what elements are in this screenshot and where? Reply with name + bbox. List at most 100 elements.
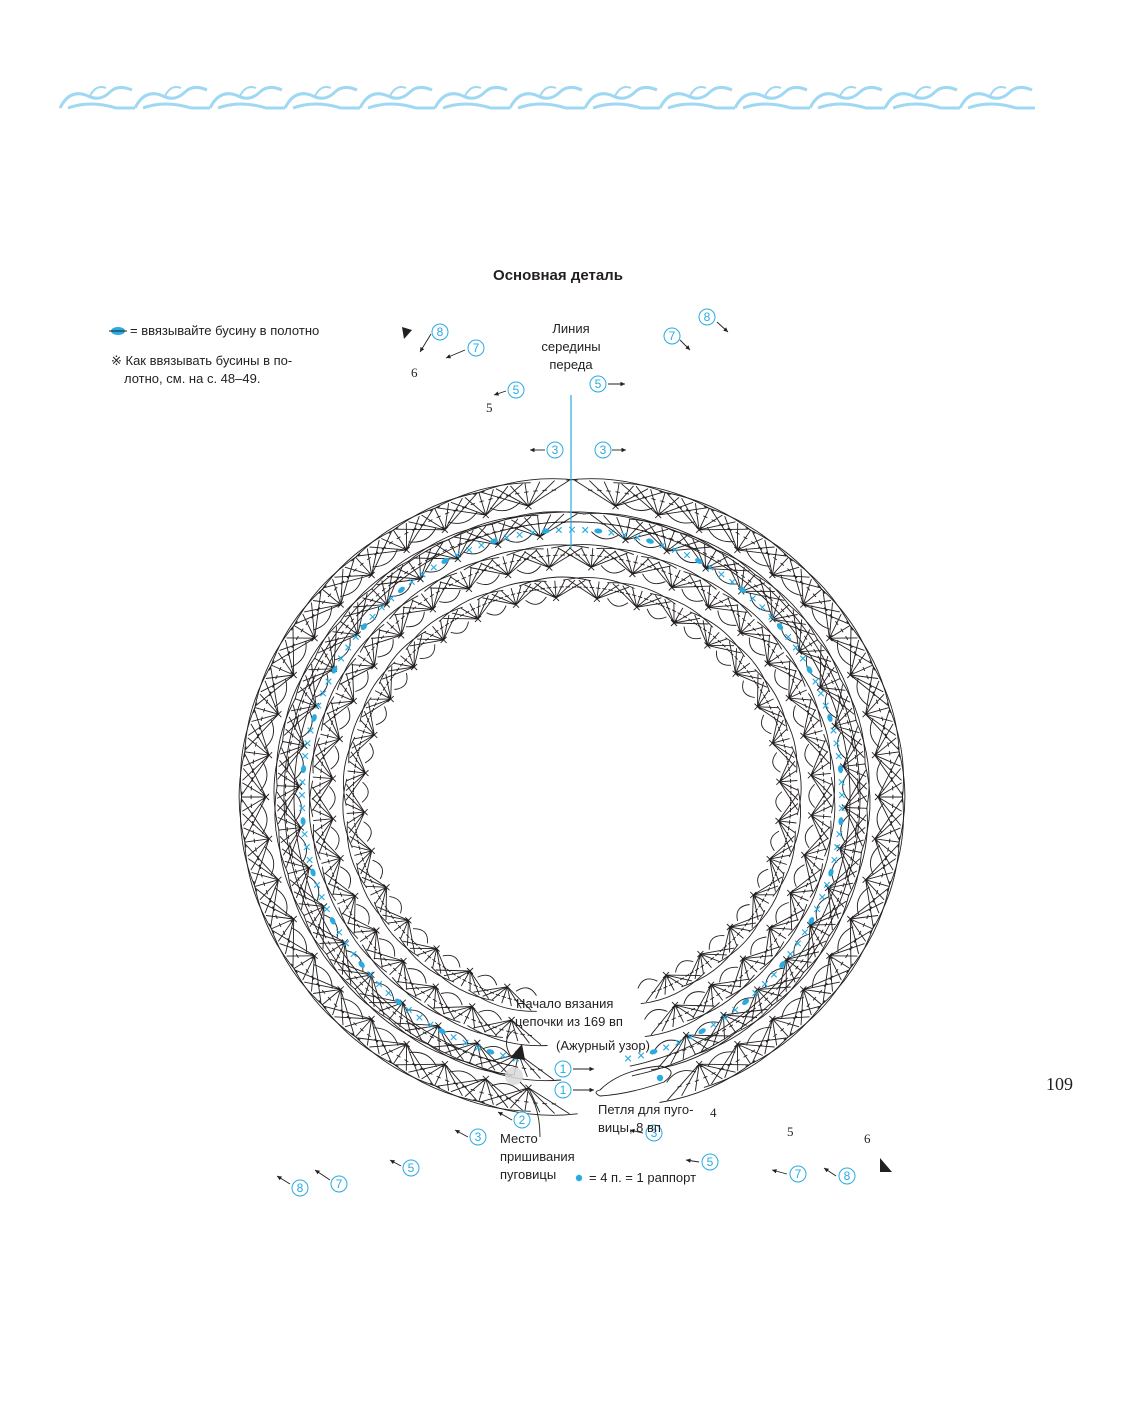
arrow-head-icon (498, 1112, 503, 1117)
chain-arc (707, 1051, 736, 1067)
single-crochet-mark (335, 929, 343, 936)
row-marker-number: 3 (651, 1126, 658, 1140)
button-place-label-3: пуговицы (500, 1167, 556, 1182)
arrow-head-icon (589, 1087, 594, 1093)
stitch-fan (276, 697, 308, 787)
chain-arc (804, 743, 814, 768)
single-crochet-mark (675, 1039, 682, 1046)
chain-arc (750, 936, 767, 955)
ornament-scroll (58, 85, 133, 109)
chain-arc (644, 1009, 668, 1020)
chain-arc (607, 598, 629, 607)
arrow-head-icon (685, 345, 690, 350)
bead-icon (394, 998, 402, 1006)
row-marker-5-top-left: 5 (507, 381, 525, 399)
chain-arc (642, 573, 666, 585)
row-marker-number: 8 (437, 325, 444, 339)
ornament-base (517, 102, 585, 110)
stitch-fan (342, 736, 369, 806)
single-crochet-mark (813, 905, 821, 913)
stitch-fan (253, 880, 298, 974)
chain-arc (442, 954, 461, 968)
single-crochet-mark (315, 702, 322, 709)
chain-arc (774, 669, 788, 691)
stitch-fan (681, 943, 739, 988)
chain-arc (591, 531, 620, 540)
ornament-scroll (733, 85, 808, 109)
chain-arc (315, 673, 329, 698)
start-triangle-icon (510, 1044, 525, 1060)
stitch-fan (308, 780, 337, 860)
chain-arc (334, 637, 351, 661)
chain-arc (419, 644, 436, 659)
legend: = ввязывайте бусину в полотно ※ Как ввяз… (109, 323, 319, 386)
chain-arc (525, 596, 547, 605)
single-crochet-mark (474, 1044, 482, 1051)
single-crochet-mark (801, 929, 809, 936)
row-marker-number: 7 (473, 341, 480, 355)
bead-icon (776, 623, 784, 631)
row-marker-7-top-right: 7 (663, 327, 681, 345)
foundation-chain-line (293, 521, 851, 1067)
chain-arc (757, 868, 769, 888)
chain-arc (482, 1046, 510, 1057)
chain-arc (478, 1009, 502, 1021)
arrow-head-icon (277, 1176, 282, 1181)
stitch-fan (831, 677, 866, 765)
ornament-base (67, 102, 135, 110)
row-marker-number: 8 (844, 1169, 851, 1183)
legend-note-line1: ※ Как ввязывать бусины в по- (111, 353, 292, 368)
stitch-fan (240, 702, 273, 803)
bead-icon (438, 1028, 446, 1035)
single-crochet-mark (834, 843, 841, 851)
chain-arc (312, 606, 333, 631)
single-crochet-mark (430, 564, 437, 571)
bead-icon (838, 817, 844, 826)
bead-icon (828, 868, 834, 877)
stitch-fan (244, 660, 282, 758)
bead-icon (742, 998, 750, 1006)
chain-arc (476, 574, 500, 585)
chain-arc (836, 640, 853, 667)
ornament-base (142, 102, 210, 110)
chain-arc (717, 610, 737, 626)
single-crochet-mark (752, 989, 759, 997)
stitch-fan (659, 491, 756, 534)
stitch-fan (354, 988, 429, 1045)
chain-arc (408, 527, 437, 543)
bead-icon (310, 868, 316, 877)
single-crochet-mark (299, 805, 306, 812)
arrow-head-icon (530, 447, 535, 453)
chain-arc (394, 672, 408, 690)
ornament-base (892, 102, 960, 110)
single-crochet-mark (302, 752, 309, 760)
stitch-fan (359, 595, 419, 653)
diagram-title: Основная деталь (493, 267, 623, 284)
ornament-curl (239, 86, 257, 97)
row-marker-number: 8 (704, 310, 711, 324)
legend-note-line2: лотно, см. на с. 48–49. (124, 371, 260, 386)
stitch-fan (836, 807, 868, 897)
stitch-fan (290, 553, 361, 631)
bead-icon (358, 961, 365, 968)
chain-arc (824, 692, 837, 719)
row-number-5-left: 5 (486, 400, 493, 415)
single-crochet-mark (465, 546, 473, 554)
chain-arc (716, 650, 732, 666)
start-label-2: цепочки из 169 вп (515, 1014, 623, 1029)
bead-icon (311, 714, 317, 722)
row-marker-number: 8 (297, 1181, 304, 1195)
chain-arc (375, 706, 387, 726)
single-crochet-mark (529, 529, 536, 536)
chain-arc (504, 533, 533, 543)
stitch-fan (273, 740, 303, 832)
ornament-scroll (208, 85, 283, 109)
bead-icon (300, 765, 307, 774)
ornament-scroll (433, 85, 508, 109)
single-crochet-mark (408, 578, 415, 586)
page-number: 109 (1046, 1074, 1073, 1094)
chain-arc (666, 1070, 697, 1083)
chain-arc (372, 548, 398, 568)
repeat-label: = 4 п. = 1 раппорт (589, 1170, 696, 1185)
